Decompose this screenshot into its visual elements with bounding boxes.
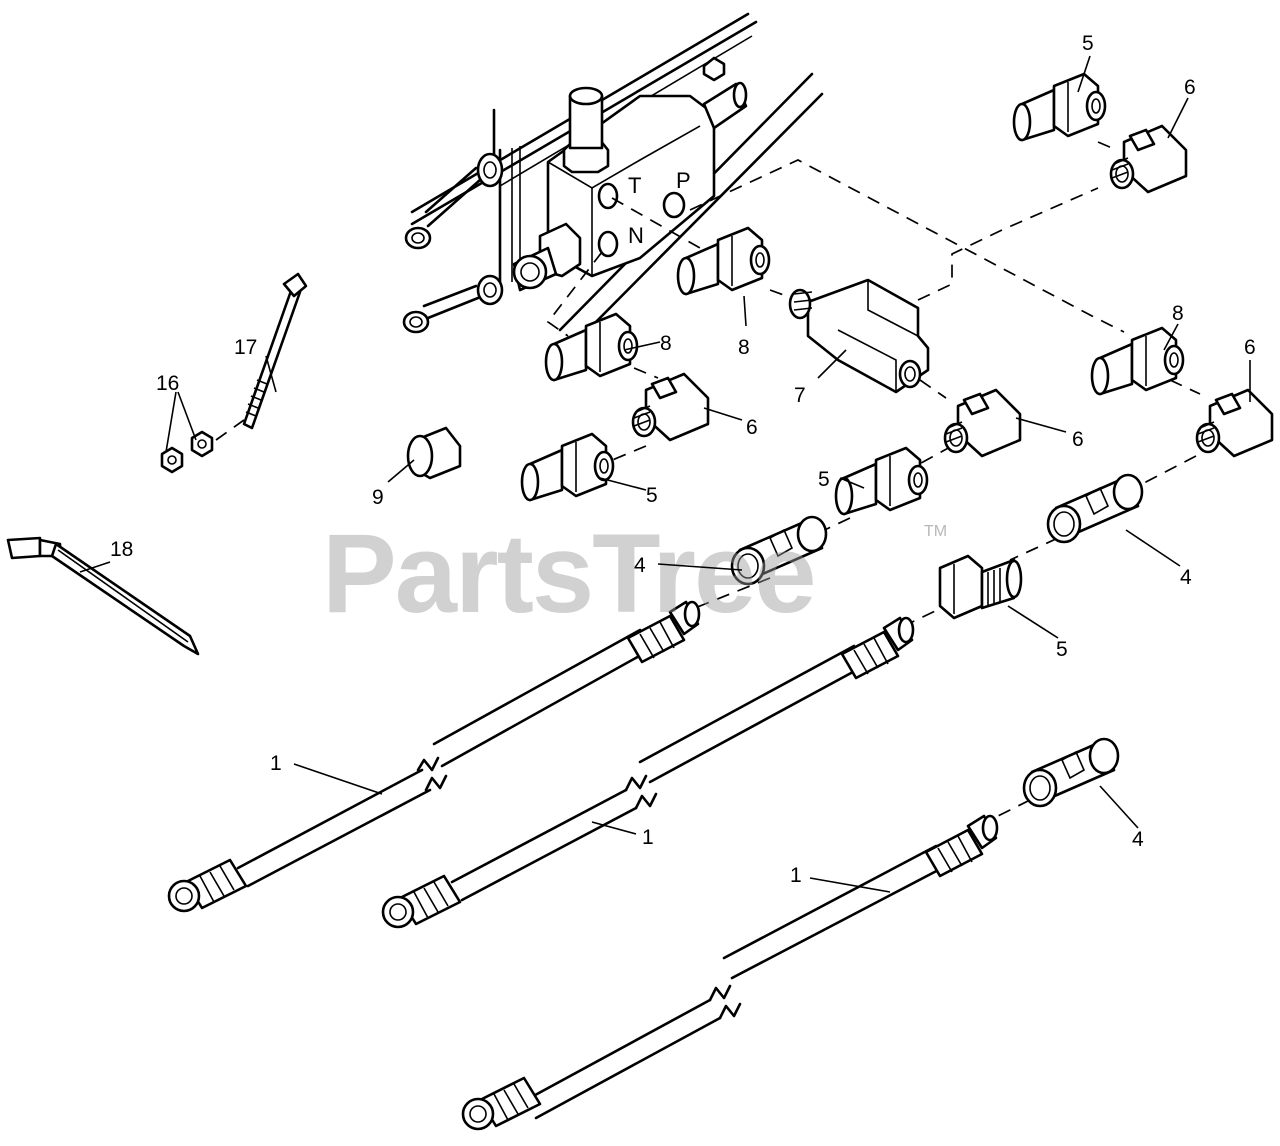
callout-8-center: 8 — [738, 336, 750, 359]
bolt-and-nuts — [160, 272, 308, 474]
adapter-fitting-5-left — [520, 432, 615, 502]
callout-1-bottom: 1 — [790, 864, 802, 887]
quick-coupler-4-bottom — [1022, 737, 1120, 808]
callout-7: 7 — [794, 384, 806, 407]
callout-16: 16 — [156, 372, 179, 395]
frame-hex-nut — [702, 56, 726, 82]
callout-1-middle: 1 — [642, 826, 654, 849]
control-valve-body — [512, 81, 748, 292]
watermark-trademark: TM — [924, 523, 947, 540]
callout-5-right: 5 — [1056, 638, 1068, 661]
port-label-t: T — [628, 173, 641, 198]
callout-1-left: 1 — [270, 752, 282, 775]
port-label-p: P — [676, 168, 691, 193]
hydraulic-hose-1-left — [167, 600, 701, 913]
port-t-opening — [597, 182, 619, 210]
callout-5-center: 5 — [818, 468, 830, 491]
elbow-fitting-6-right — [1195, 388, 1274, 458]
valve-mounting-hardware — [402, 152, 504, 334]
callout-4-right: 4 — [1180, 566, 1192, 589]
callout-leaders — [79, 55, 1251, 893]
callout-4-bottom: 4 — [1132, 828, 1144, 851]
callout-8-right: 8 — [1172, 302, 1184, 325]
adapter-fitting-5-right — [938, 554, 1023, 620]
callout-17: 17 — [234, 336, 257, 359]
callout-18: 18 — [110, 538, 133, 561]
elbow-fitting-6-center — [943, 388, 1022, 458]
hydraulic-hose-1-middle — [381, 616, 915, 929]
callout-numbers: 5 6 8 8 8 6 6 6 7 17 16 9 5 5 5 18 4 4 4… — [110, 32, 1256, 887]
port-cap — [406, 426, 462, 480]
port-n-opening — [597, 230, 619, 258]
port-p-opening — [662, 191, 686, 219]
tee-fitting — [788, 278, 930, 394]
callout-6-right: 6 — [1244, 336, 1256, 359]
hydraulic-hose-1-bottom — [461, 814, 999, 1131]
port-label-n: N — [628, 223, 644, 248]
callout-6-center: 6 — [1072, 428, 1084, 451]
elbow-fitting-6-left — [631, 372, 710, 442]
callout-6-top: 6 — [1184, 76, 1196, 99]
adapter-fitting-8-right — [1090, 326, 1185, 396]
callout-5-left: 5 — [646, 484, 658, 507]
elbow-fitting-6-top — [1109, 124, 1188, 194]
callout-6-left: 6 — [746, 416, 758, 439]
callout-5-top: 5 — [1082, 32, 1094, 55]
callout-9: 9 — [372, 486, 384, 509]
adapter-fitting-8-left — [544, 312, 639, 382]
watermark-text: PartsTree — [322, 511, 815, 636]
callout-8-left: 8 — [660, 332, 672, 355]
adapter-fitting-5-top — [1012, 72, 1107, 142]
connection-dash-lines — [215, 141, 1201, 821]
adapter-fitting-8-center — [676, 226, 771, 296]
callout-4-left: 4 — [634, 554, 646, 577]
cable-tie — [6, 536, 200, 656]
adapter-fitting-5-center — [834, 446, 929, 516]
